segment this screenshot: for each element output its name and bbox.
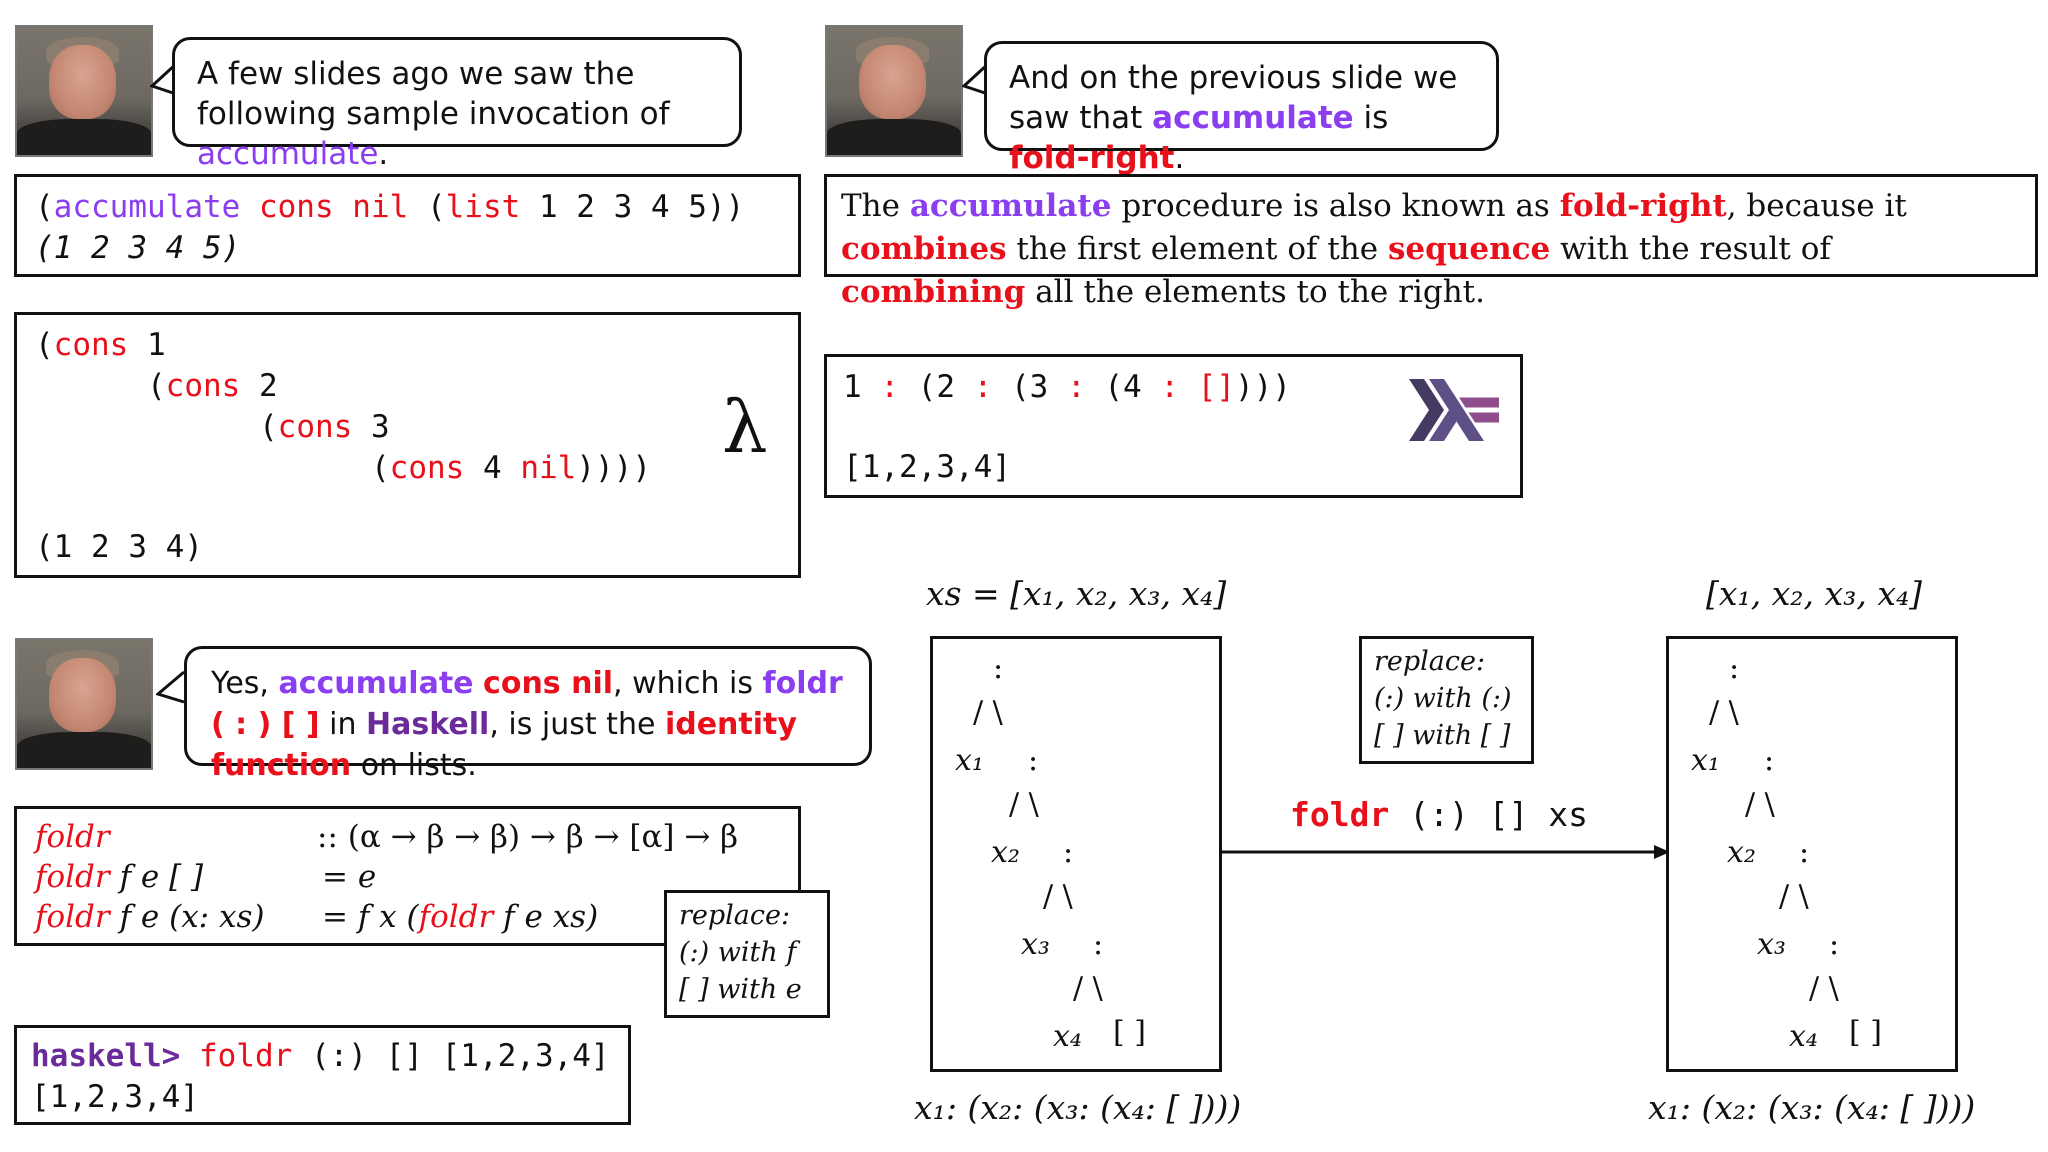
arrow-right-icon	[1222, 845, 1670, 859]
speech-bubble-3: Yes, accumulate cons nil, which is foldr…	[184, 646, 872, 783]
speech-bubble-tail-2	[962, 62, 990, 96]
keyword-accumulate: accumulate	[197, 136, 379, 172]
scheme-cons-box: (cons 1 (cons 2 (cons 3 (cons 4 nil)))) …	[14, 312, 801, 578]
right-list-title: [x₁, x₂, x₃, x₄]	[1706, 574, 1923, 613]
speaker-photo-3	[15, 638, 153, 770]
right-tree-caption: x₁: (x₂: (x₃: (x₄: [ ])))	[1648, 1088, 1976, 1127]
speech-bubble-tail-1	[150, 62, 178, 96]
scheme-call-box: (accumulate cons nil (list 1 2 3 4 5)) (…	[14, 174, 801, 277]
right-tree-box: : / \ x₁ : / \ x₂ : / \ x₃ : / \ x₄ [ ]	[1666, 636, 1958, 1072]
speaker-photo-2	[825, 25, 963, 157]
speech-bubble-tail-3	[156, 670, 185, 704]
scheme-cons-result: (1 2 3 4)	[35, 529, 203, 565]
repl-prompt: haskell>	[31, 1038, 181, 1074]
haskell-logo-icon	[1409, 379, 1499, 441]
speech-bubble-1: A few slides ago we saw the following sa…	[172, 37, 742, 172]
repl-result: [1,2,3,4]	[31, 1079, 199, 1115]
tree-node-colon: :	[993, 651, 1004, 686]
left-tree-box: : / \ x₁ : / \ x₂ : / \ x₃ : / \ x₄ [ ]	[930, 636, 1222, 1072]
replace-box-left: replace: (:) with f [ ] with e	[664, 890, 830, 1018]
foldr-arrow-label: foldr (:) [] xs	[1290, 795, 1589, 834]
scheme-call-result: (1 2 3 4 5)	[35, 230, 241, 266]
haskell-list-result: [1,2,3,4]	[843, 449, 1011, 485]
haskell-list-box: 1 : (2 : (3 : (4 : []))) [1,2,3,4]	[824, 354, 1523, 498]
left-list-title: xs = [x₁, x₂, x₃, x₄]	[926, 574, 1227, 613]
lambda-icon: λ	[722, 385, 768, 469]
left-tree-caption: x₁: (x₂: (x₃: (x₄: [ ])))	[914, 1088, 1242, 1127]
replace-box-middle: replace: (:) with (:) [ ] with [ ]	[1359, 636, 1534, 764]
speech-bubble-2: And on the previous slide we saw that ac…	[984, 41, 1499, 176]
foldr-definition-box: foldr :: (α → β → β) → β → [α] → β foldr…	[14, 806, 801, 946]
explanation-box: The accumulate procedure is also known a…	[824, 174, 2038, 310]
repl-box: haskell> foldr (:) [] [1,2,3,4] [1,2,3,4…	[14, 1025, 631, 1125]
speaker-photo-1	[15, 25, 153, 157]
